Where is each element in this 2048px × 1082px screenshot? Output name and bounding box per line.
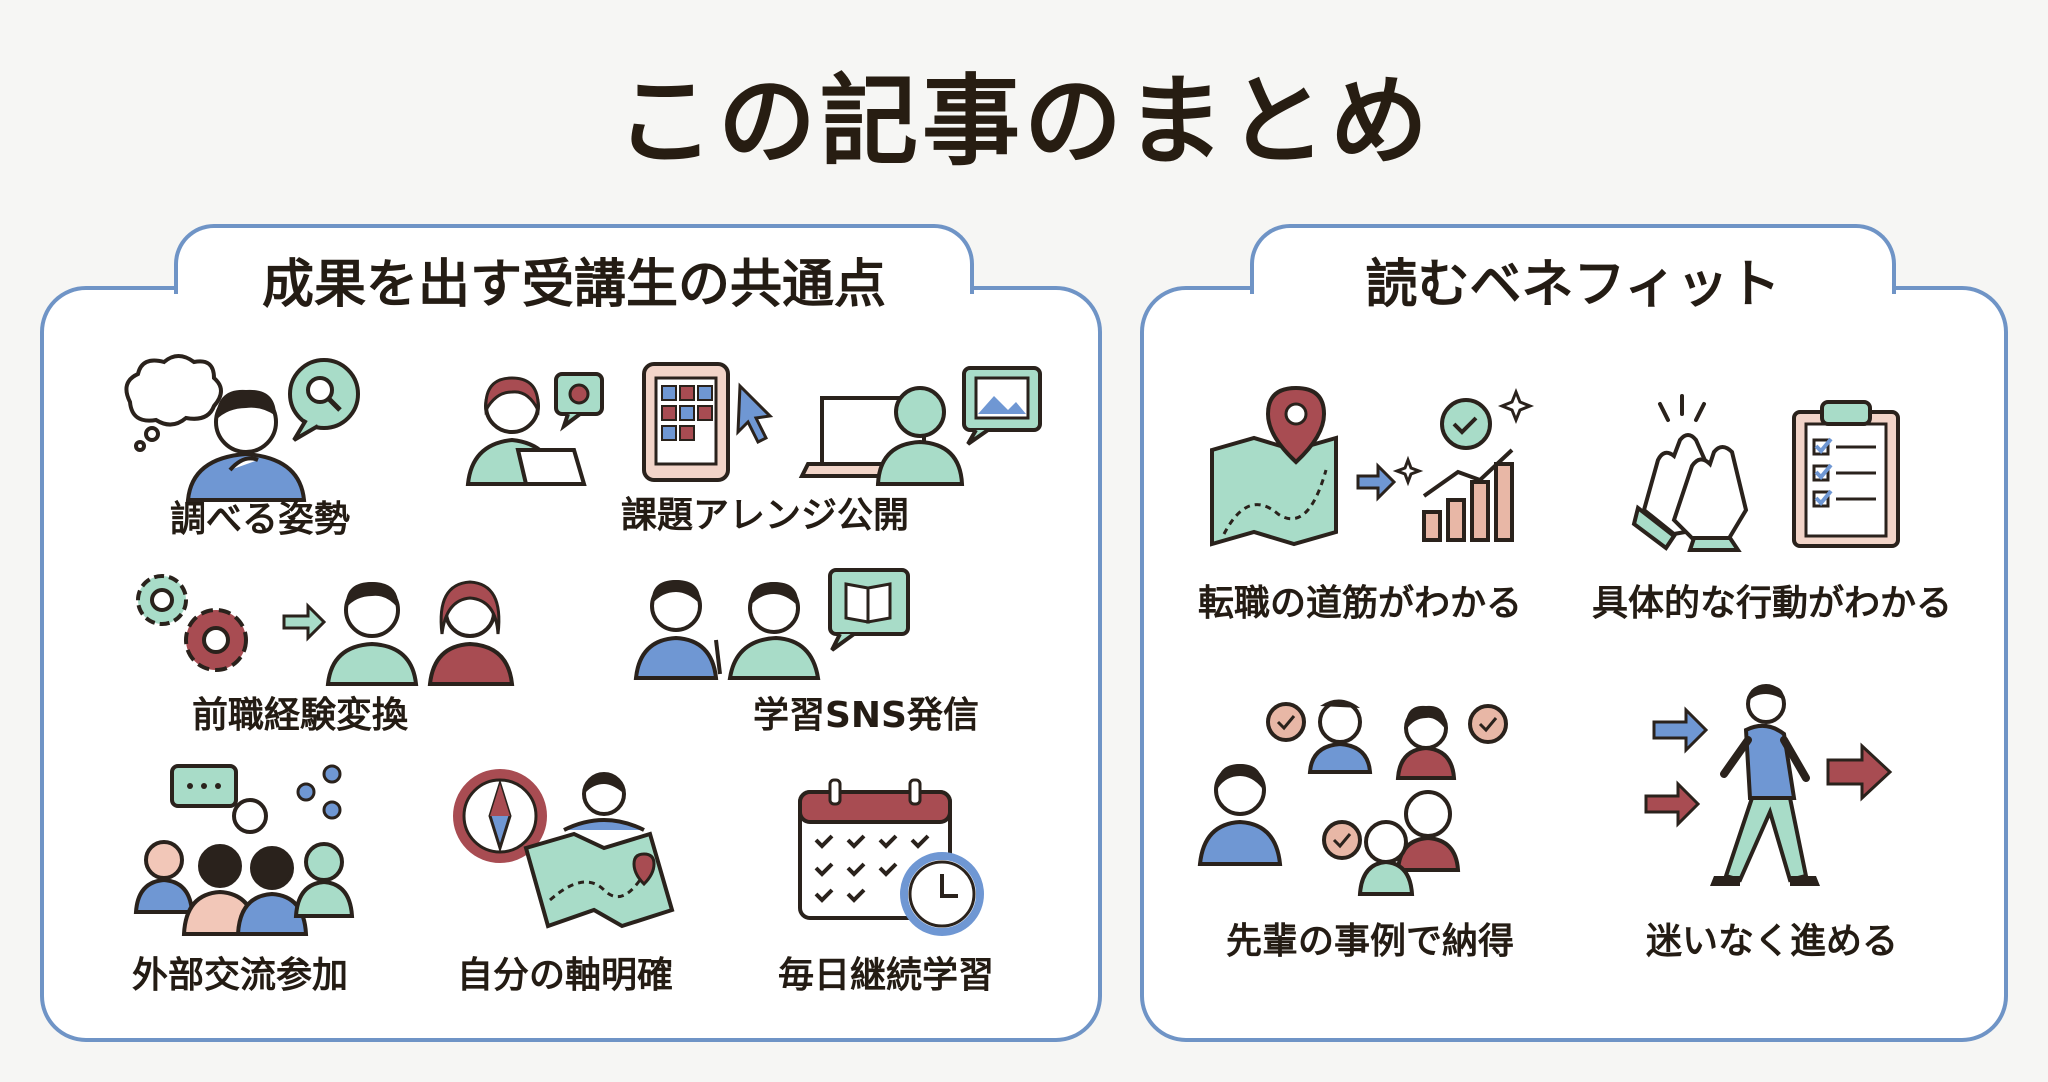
item-label: 毎日継続学習 <box>777 955 995 996</box>
page-title: この記事のまとめ <box>615 65 1432 179</box>
item-label: 調べる姿勢 <box>169 499 351 540</box>
group-networking-icon <box>133 764 356 936</box>
item-label: 先輩の事例で納得 <box>1225 921 1515 962</box>
compass-and-map-icon <box>453 769 694 930</box>
item-label: 課題アレンジ公開 <box>620 495 910 536</box>
tablet-and-laptop-icon <box>465 360 1048 490</box>
map-to-growth-chart-icon <box>1208 384 1538 547</box>
people-sharing-book-icon <box>633 568 916 680</box>
right-panel-title: 読むベネフィット <box>1365 255 1781 315</box>
item-label: 迷いなく進める <box>1645 921 1899 962</box>
thinking-person-search-icon <box>112 350 372 502</box>
right-panel-tab <box>1250 224 1896 302</box>
item-label: 自分の軸明確 <box>456 955 674 996</box>
left-panel-title: 成果を出す受講生の共通点 <box>261 255 886 315</box>
item-label: 具体的な行動がわかる <box>1591 583 1953 624</box>
left-panel-tab <box>174 224 974 302</box>
hands-and-checklist-icon <box>1631 390 1904 552</box>
walking-person-arrows-icon <box>1644 680 1894 900</box>
item-label: 外部交流参加 <box>131 955 349 996</box>
seniors-with-checkmarks-icon <box>1197 694 1520 896</box>
item-label: 学習SNS発信 <box>753 695 979 736</box>
calendar-clock-icon <box>796 778 986 938</box>
gears-to-people-icon <box>124 564 524 686</box>
item-label: 転職の道筋がわかる <box>1197 583 1523 624</box>
item-label: 前職経験変換 <box>191 695 409 736</box>
